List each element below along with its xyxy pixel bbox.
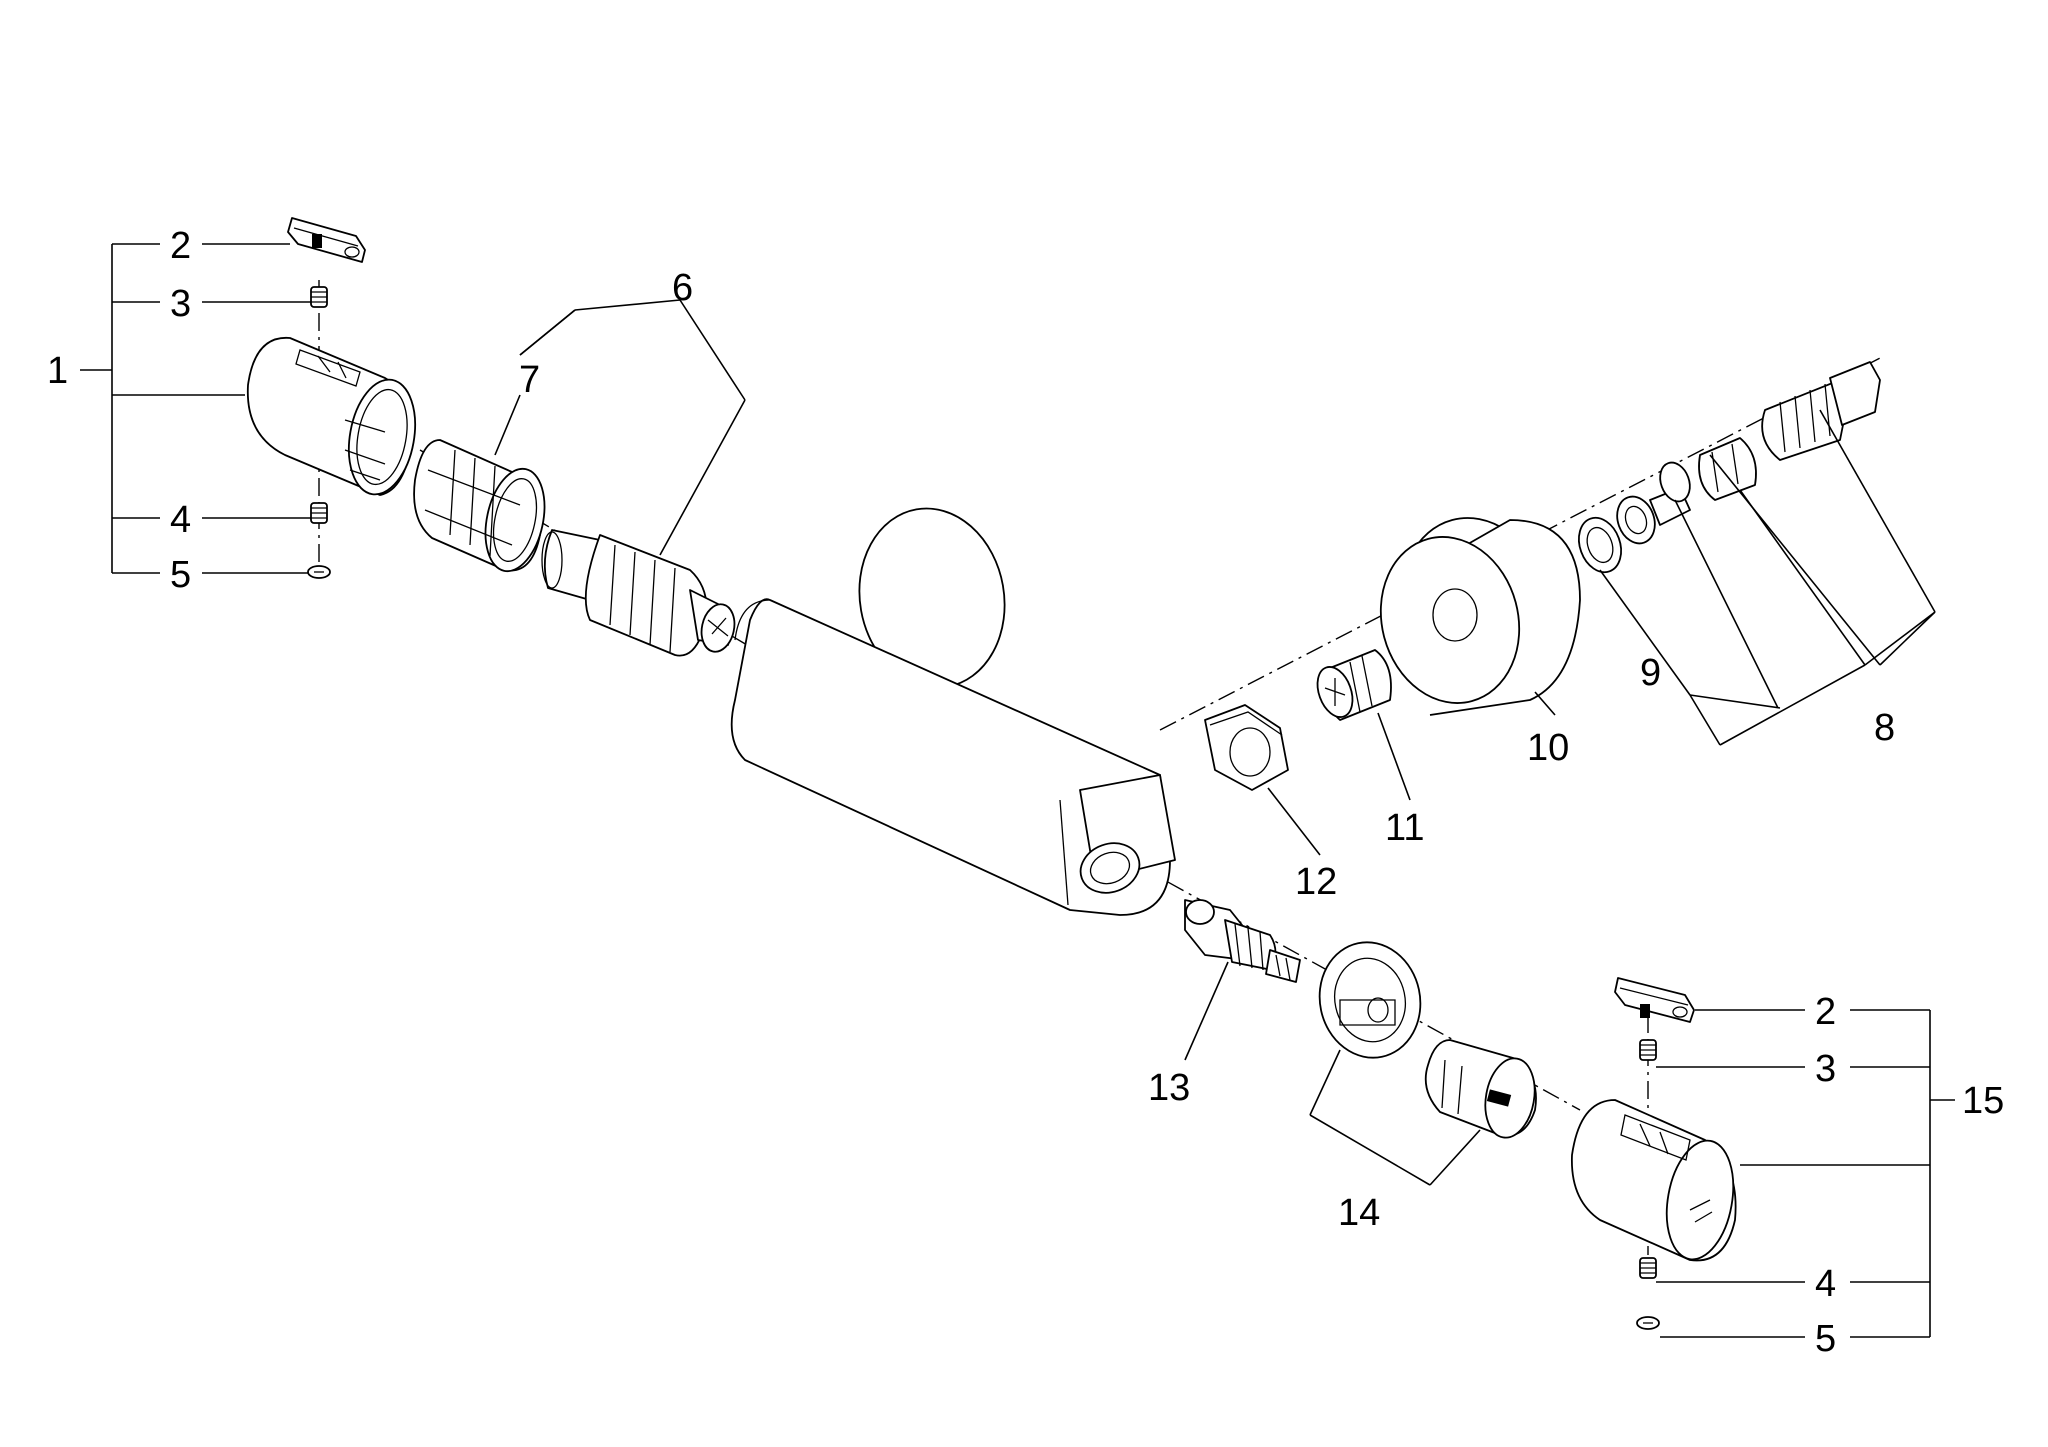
part-labels: 1 2 3 4 5 6 7 8 9 10 11 12 13 14 15 2 3 … [47,225,2004,1360]
label-7: 7 [519,359,540,401]
part-13-flow-cartridge [1184,899,1301,983]
part-3-set-screw-right [1639,1039,1657,1061]
part-11-check-valve [1316,649,1392,721]
part-7-adapter-ring [413,439,546,573]
label-10: 10 [1527,727,1569,769]
label-9: 9 [1640,652,1661,694]
part-12-union-nut [1204,704,1289,791]
label-4-left: 4 [170,499,191,541]
label-6: 6 [672,267,693,309]
part-8-connection-set [1616,361,1881,545]
label-5-left: 5 [170,554,191,596]
label-5-right: 5 [1815,1318,1836,1360]
mixer-body [730,507,1176,916]
part-10-rosette [1379,517,1581,716]
part-2-lever-clip-right [1614,977,1695,1023]
part-2-lever-clip-left [287,217,366,263]
label-11: 11 [1385,807,1424,849]
label-15: 15 [1962,1080,2004,1122]
part-6-thermostatic-cartridge [541,529,736,657]
part-14-handle-insert [1424,1039,1537,1139]
part-4-set-screw-left [310,502,328,524]
part-5-screw-right [1636,1316,1660,1330]
label-12: 12 [1295,861,1337,903]
leader-lines [80,243,1955,1338]
part-5-screw-left [307,565,331,579]
label-2-left: 2 [170,225,191,267]
label-1: 1 [47,350,68,392]
part-1-handle-left [246,337,416,496]
part-15-handle-right [1571,1099,1737,1262]
part-3-set-screw-left [310,286,328,308]
label-14: 14 [1338,1192,1380,1234]
label-2-right: 2 [1815,991,1836,1033]
label-3-right: 3 [1815,1048,1836,1090]
label-4-right: 4 [1815,1263,1836,1305]
label-8: 8 [1874,707,1895,749]
part-9-seal-washer [1578,516,1622,574]
label-13: 13 [1148,1067,1190,1109]
part-4-set-screw-right [1639,1257,1657,1279]
label-3-left: 3 [170,283,191,325]
part-14-stop-ring [1318,941,1422,1059]
